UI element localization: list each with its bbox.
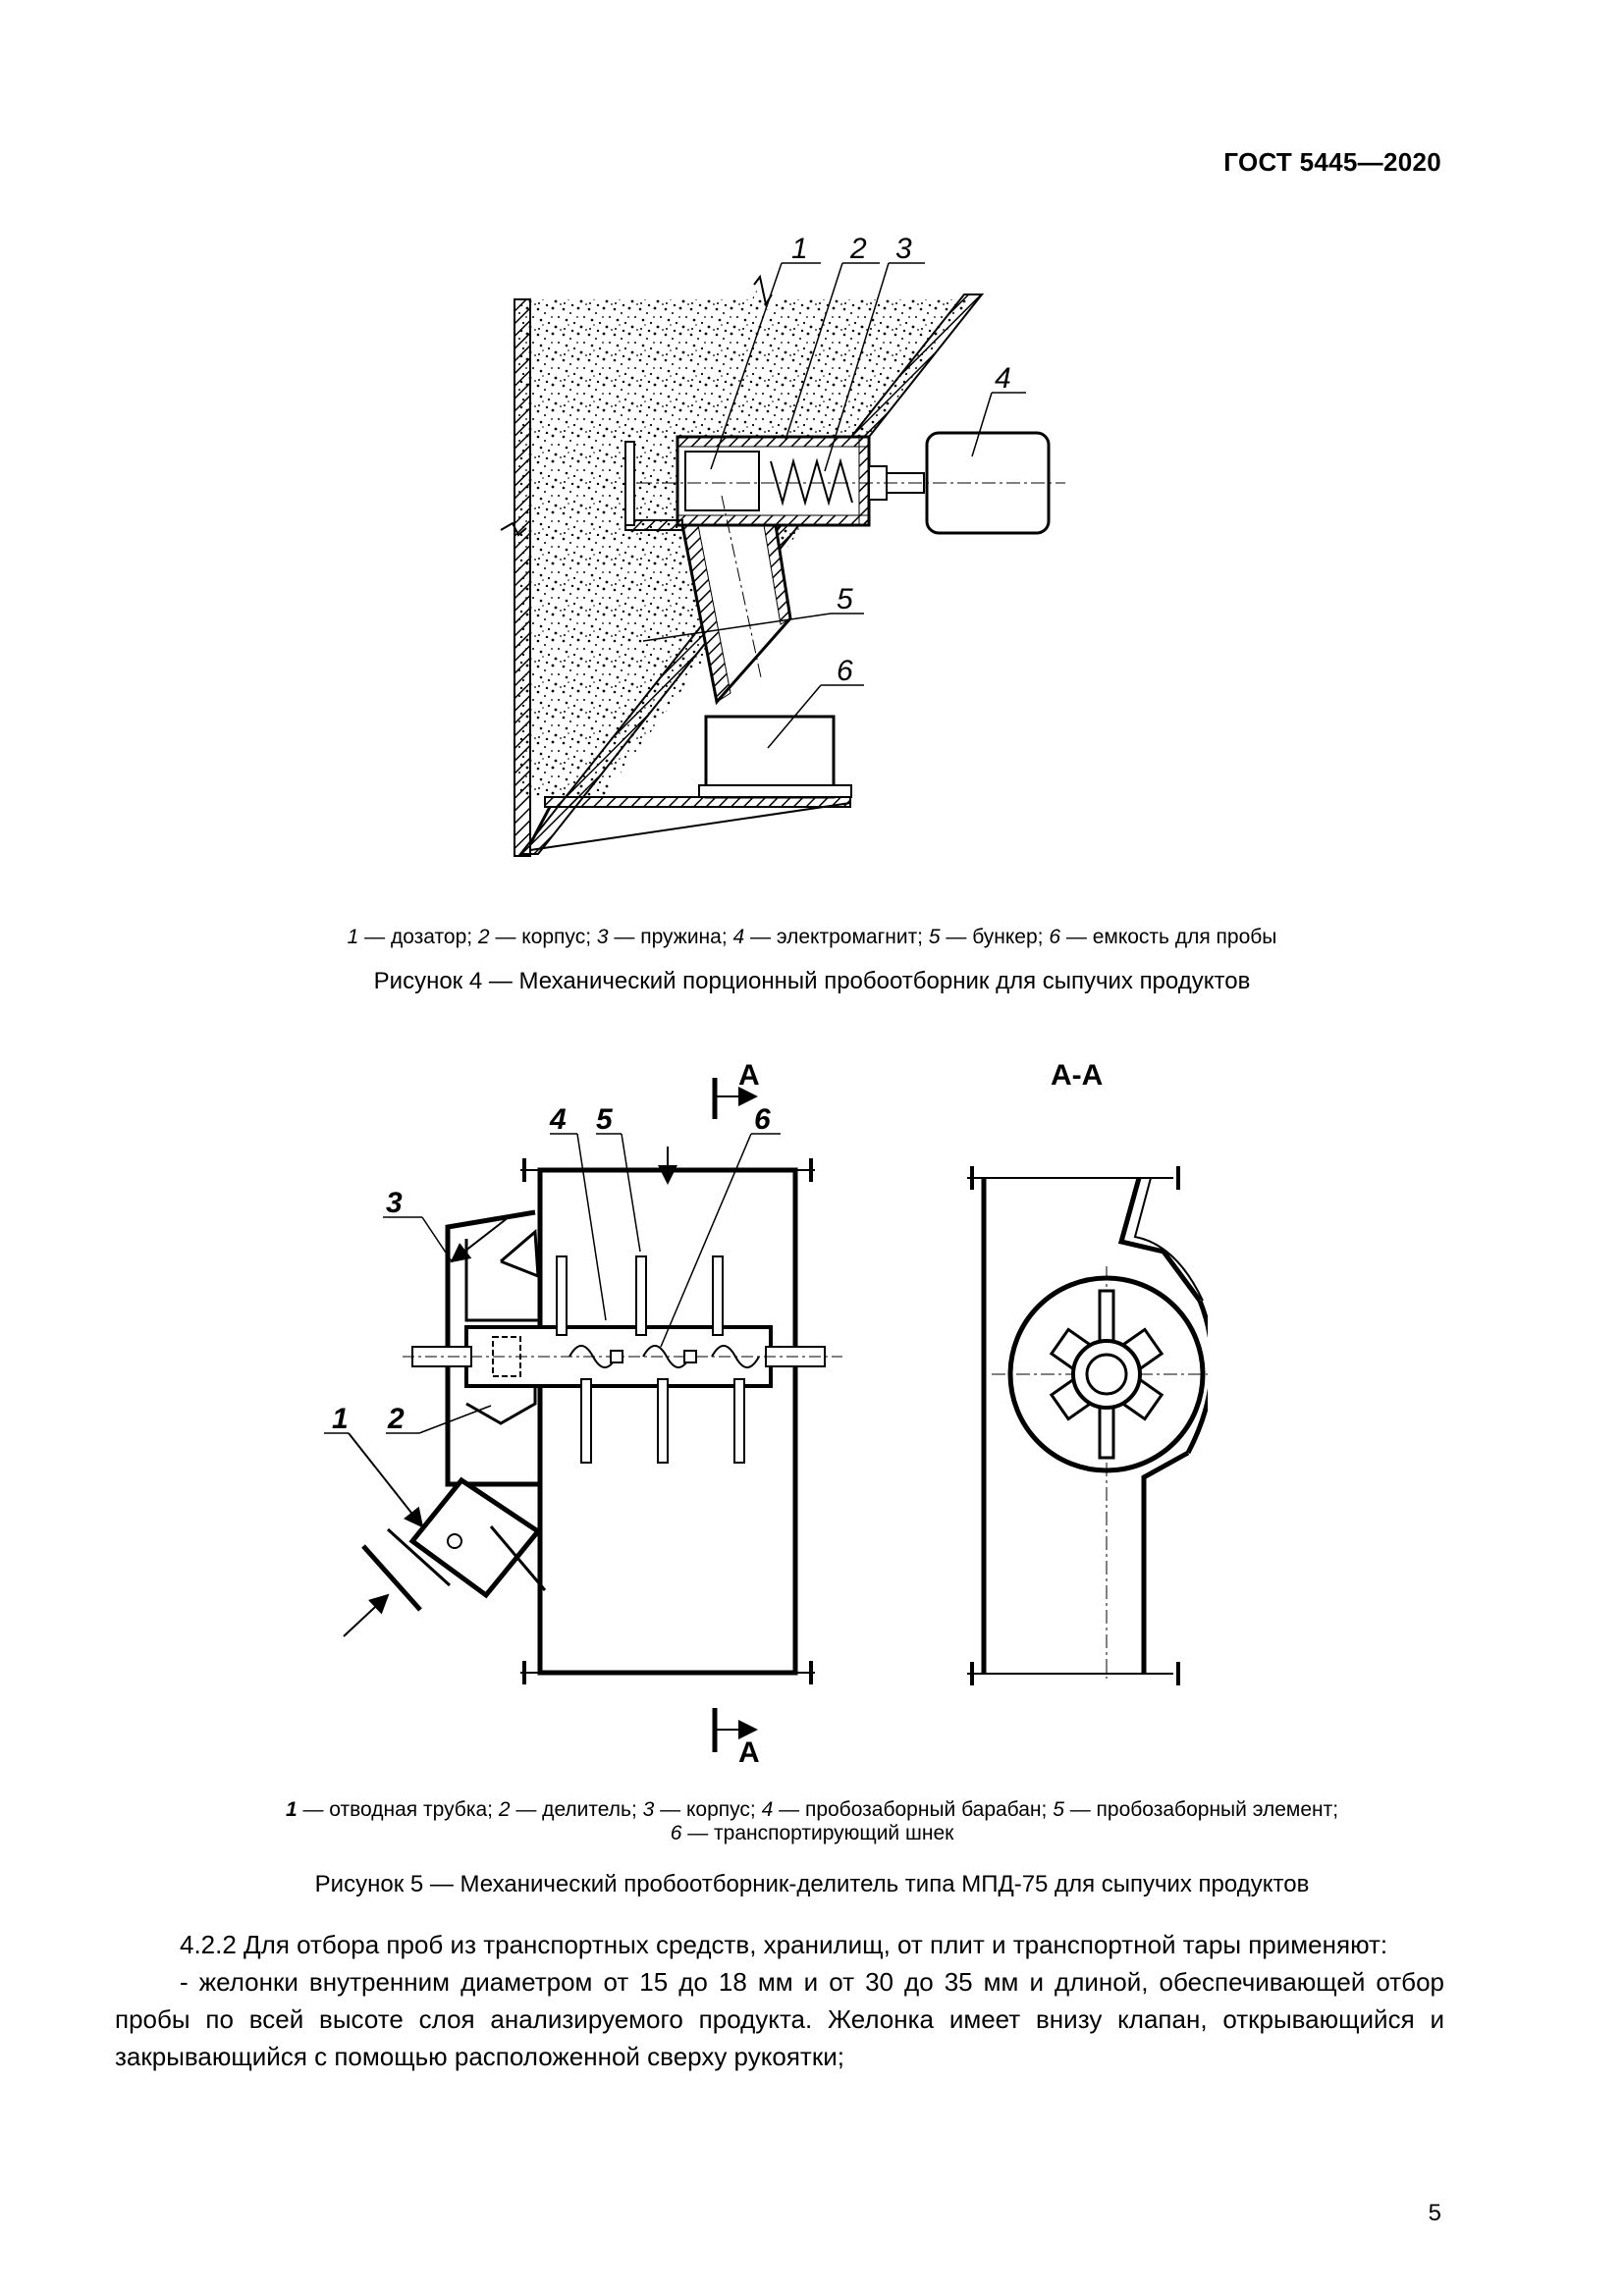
legend-item: 4 — электромагнит;: [732, 926, 929, 948]
callout-1: 1: [332, 1403, 349, 1435]
body-text: 4.2.2 Для отбора проб из транспортных ср…: [115, 1926, 1444, 2075]
legend-item: 2 — корпус;: [477, 926, 597, 948]
callout-2: 2: [387, 1403, 405, 1435]
doser: [684, 451, 760, 511]
section-mark-bottom: А: [738, 1736, 760, 1769]
figure-4-legend: 1 — дозатор; 2 — корпус; 3 — пружина; 4 …: [0, 926, 1624, 949]
callout-6: 6: [837, 655, 853, 687]
figure-5-caption: Рисунок 5 — Механический пробоотборник-д…: [314, 1871, 1310, 1897]
figure-4-drawing: 1 2 3 4 5 6: [500, 233, 1065, 857]
legend-item: 6 — емкость для пробы: [1049, 926, 1277, 948]
callout-1: 1: [791, 233, 808, 265]
callout-5: 5: [837, 583, 853, 615]
callout-5: 5: [596, 1103, 614, 1136]
page-number: 5: [1428, 2200, 1441, 2226]
section-mark-top: А: [738, 1059, 760, 1092]
legend-item: 1 — отводная трубка;: [285, 1798, 499, 1821]
callout-6: 6: [754, 1103, 771, 1136]
legend-item: 3 — пружина;: [596, 926, 733, 948]
legend-item: 3 — корпус;: [642, 1798, 762, 1821]
section-label: А-А: [1051, 1059, 1103, 1092]
legend-item: 1 — дозатор;: [347, 926, 478, 948]
outlet-tube: [408, 1476, 542, 1599]
paragraph-list-item: - желонки внутренним диаметром от 15 до …: [115, 1967, 1444, 2071]
figure-5-legend: 1 — отводная трубка; 2 — делитель; 3 — к…: [0, 1798, 1624, 1845]
figure-5-drawing: А А-А А: [324, 1059, 1208, 1769]
callout-2: 2: [849, 233, 867, 265]
figure-4-caption: Рисунок 4 — Механический порционный проб…: [373, 968, 1251, 994]
legend-item: 6 — транспортирующий шнек: [670, 1822, 954, 1844]
legend-item: 2 — делитель;: [498, 1798, 643, 1821]
legend-item: 5 — бункер;: [928, 926, 1050, 948]
callout-4: 4: [995, 362, 1011, 395]
legend-item: 4 — пробозаборный барабан;: [761, 1798, 1054, 1821]
bunker-left-wall: [514, 298, 531, 857]
legend-item: 5 — пробозаборный элемент;: [1053, 1798, 1339, 1821]
callout-3: 3: [895, 233, 912, 265]
callout-4: 4: [549, 1103, 567, 1136]
spring: [770, 457, 853, 507]
callout-3: 3: [386, 1187, 403, 1219]
paragraph-4-2-2: 4.2.2 Для отбора проб из транспортных ср…: [180, 1930, 1388, 1959]
standard-header: ГОСТ 5445—2020: [1223, 147, 1441, 177]
